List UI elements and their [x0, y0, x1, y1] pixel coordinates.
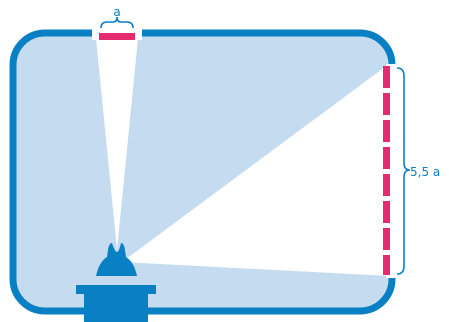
right-brace [397, 68, 410, 274]
top-width-label: a [113, 5, 120, 19]
top-marker [99, 33, 135, 40]
desk-icon [76, 285, 156, 322]
side-height-label: 5,5 a [410, 165, 440, 179]
